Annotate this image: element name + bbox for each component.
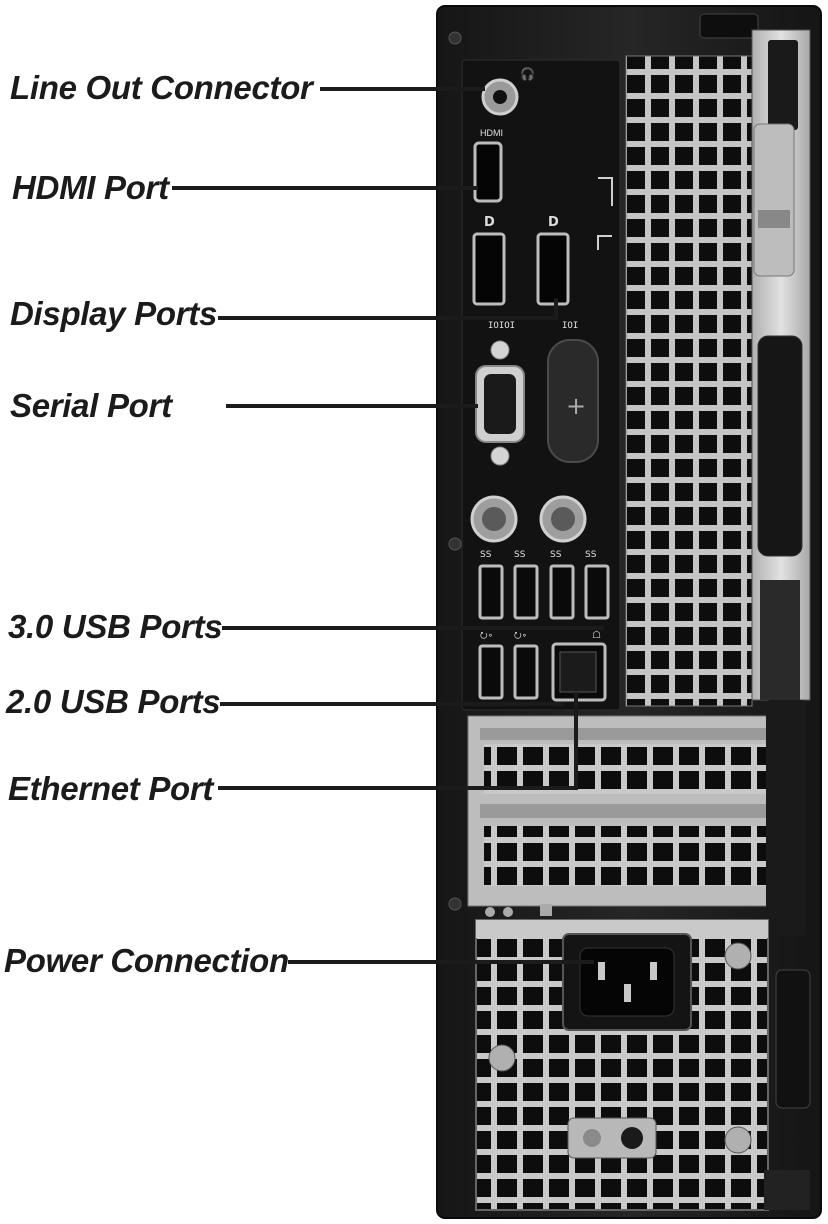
usb3-port-1 <box>478 564 504 620</box>
latch <box>753 123 795 277</box>
usb3-mark: SS <box>585 550 597 560</box>
screw-icon <box>448 31 462 45</box>
serial-mark: IOIOI <box>488 321 515 331</box>
screw-icon <box>724 942 752 970</box>
slot-vent-2 <box>484 826 766 886</box>
label-power: Power Connection <box>4 942 289 979</box>
side-handle <box>757 335 803 557</box>
leader-display-branch <box>554 298 558 318</box>
usb2-mark: ⭮∘ <box>514 631 527 641</box>
hdmi-mark: HDMI <box>480 128 503 138</box>
usb2-mark: ⭮∘ <box>480 631 493 641</box>
usb2-port-1 <box>478 644 504 700</box>
displayport-icon: D <box>548 215 559 230</box>
usb3-port-2 <box>513 564 539 620</box>
usb3-port-4 <box>584 564 610 620</box>
headphone-icon: 🎧 <box>520 67 535 81</box>
svg-text:+: + <box>566 392 586 420</box>
screw-icon <box>503 907 513 917</box>
upper-vent <box>625 55 753 707</box>
hdmi-port <box>473 141 503 203</box>
displayport-2 <box>536 232 570 306</box>
leader-ethernet <box>218 786 578 790</box>
displayport-1 <box>472 232 506 306</box>
serial-screw-top <box>490 340 510 360</box>
screw-icon <box>448 897 462 911</box>
usb3-mark: SS <box>514 550 526 560</box>
leader-serial <box>226 404 478 408</box>
usb3-port-3 <box>549 564 575 620</box>
leader-usb3 <box>222 626 604 630</box>
io-plate <box>461 59 621 711</box>
label-serial: Serial Port <box>10 387 172 424</box>
network-icon: ☖ <box>592 630 601 641</box>
leader-power <box>288 960 594 964</box>
displayport-icon: D <box>484 215 495 230</box>
screw-icon <box>448 537 462 551</box>
label-ethernet: Ethernet Port <box>8 770 214 807</box>
usb3-mark: SS <box>480 550 492 560</box>
serial-screw-bottom <box>490 446 510 466</box>
label-line-out: Line Out Connector <box>10 69 313 106</box>
screw-icon <box>485 907 495 917</box>
leader-line-out <box>320 87 485 91</box>
leader-usb2 <box>220 702 564 706</box>
top-latch <box>699 13 759 39</box>
usb2-port-2 <box>513 644 539 700</box>
knockout-cover <box>547 339 599 463</box>
screw-icon <box>724 1126 752 1154</box>
label-usb2: 2.0 USB Ports <box>6 683 221 720</box>
label-hdmi: HDMI Port <box>12 169 169 206</box>
leader-hdmi <box>172 186 478 190</box>
slot-vent-1 <box>484 744 766 794</box>
usb3-mark: SS <box>550 550 562 560</box>
label-usb3: 3.0 USB Ports <box>8 608 223 645</box>
leader-ethernet-branch <box>574 692 578 790</box>
label-display: Display Ports <box>10 295 218 332</box>
screw-icon <box>488 1044 516 1072</box>
leader-display <box>218 316 558 320</box>
serial-mark-right: IOI <box>562 321 578 331</box>
